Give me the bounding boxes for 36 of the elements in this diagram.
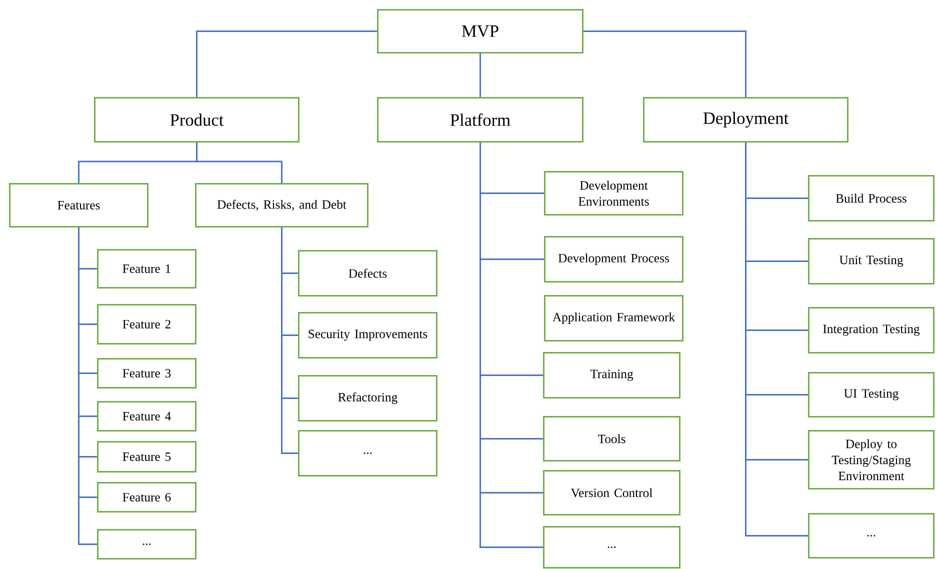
item-box: Security Improvements xyxy=(298,312,438,358)
item-box: Feature 2 xyxy=(97,304,196,344)
item-box: ... xyxy=(543,526,680,568)
item-box: Feature 3 xyxy=(97,358,196,388)
item-box: ... xyxy=(808,513,934,558)
item-box: Unit Testing xyxy=(808,238,934,284)
item-box: Feature 1 xyxy=(97,249,196,288)
item-box: Feature 6 xyxy=(97,482,196,512)
subcategory-box: Features xyxy=(9,183,148,228)
item-box: Defects xyxy=(298,250,438,296)
connector-line xyxy=(745,142,808,536)
item-box: Feature 4 xyxy=(97,401,196,432)
connector-line xyxy=(583,30,746,97)
item-box: Development Process xyxy=(544,236,684,282)
item-box: Application Framework xyxy=(544,295,684,342)
item-box: Training xyxy=(543,352,680,398)
item-box: ... xyxy=(298,430,438,476)
category-box: Deployment xyxy=(643,97,848,142)
item-box: Build Process xyxy=(808,175,934,222)
connector-line xyxy=(196,142,282,183)
item-box: Refactoring xyxy=(298,375,438,422)
category-box: Product xyxy=(94,97,300,142)
item-box: Deploy to Testing/Staging Environment xyxy=(808,430,934,490)
root-box: MVP xyxy=(377,9,584,54)
connector-line xyxy=(196,30,377,97)
item-box: UI Testing xyxy=(808,372,934,418)
connector-line xyxy=(480,53,481,97)
item-box: Feature 5 xyxy=(97,441,196,472)
connector-line xyxy=(281,227,298,454)
subcategory-box: Defects, Risks, and Debt xyxy=(195,183,368,228)
category-box: Platform xyxy=(377,97,584,142)
item-box: ... xyxy=(97,529,196,560)
item-box: Development Environments xyxy=(544,171,684,216)
item-box: Tools xyxy=(543,416,680,462)
item-box: Integration Testing xyxy=(808,307,934,354)
item-box: Version Control xyxy=(543,470,680,516)
